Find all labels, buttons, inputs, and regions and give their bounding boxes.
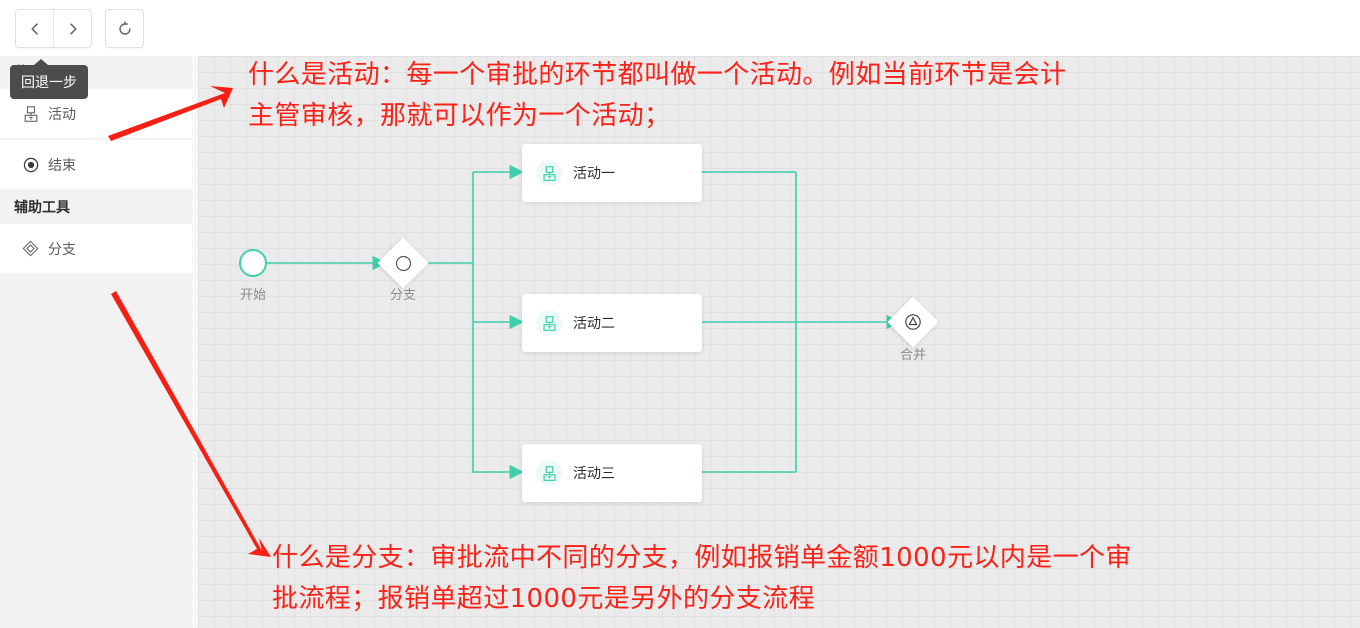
annotation-branch-line-2: 批流程；报销单超过1000元是另外的分支流程 (272, 584, 815, 614)
sidebar-item-activity-label: 活动 (48, 105, 76, 122)
workflow-canvas[interactable]: 开始 分支 活动一 活动二 (198, 56, 1360, 628)
activity-node-1-label: 活动一 (573, 165, 615, 181)
activity-node-2-label: 活动二 (573, 315, 615, 331)
sidebar-item-branch-label: 分支 (48, 240, 76, 257)
annotation-activity-line-1: 什么是活动：每一个审批的环节都叫做一个活动。例如当前环节是会计 (248, 60, 1067, 90)
activity-node-3[interactable]: 活动三 (522, 444, 702, 502)
annotation-branch-definition: 什么是分支：审批流中不同的分支，例如报销单金额1000元以内是一个审 批流程；报… (272, 538, 1132, 620)
activity-node-icon (536, 160, 562, 186)
reset-group[interactable] (105, 9, 144, 48)
panel-gutter (192, 56, 198, 628)
branch-node-icon (22, 240, 39, 257)
activity-node-icon (22, 105, 39, 122)
activity-node-icon (536, 460, 562, 486)
undo-tooltip: 回退一步 (10, 59, 88, 99)
sidebar-item-end-label: 结束 (48, 156, 76, 173)
top-toolbar[interactable] (0, 0, 1360, 56)
annotation-branch-line-1: 什么是分支：审批流中不同的分支，例如报销单金额1000元以内是一个审 (272, 543, 1132, 573)
reset-button[interactable] (106, 10, 143, 47)
history-nav-group[interactable] (15, 9, 92, 48)
merge-node[interactable] (887, 296, 939, 348)
redo-button[interactable] (53, 10, 91, 47)
start-node[interactable] (239, 249, 267, 277)
activity-node-3-label: 活动三 (573, 465, 615, 481)
start-node-label: 开始 (239, 287, 266, 302)
node-palette-sidebar[interactable]: 节点 活动 结束 辅助工具 分支 (0, 56, 192, 628)
branch-gateway-node[interactable] (377, 237, 429, 289)
chevron-left-icon (28, 22, 42, 36)
activity-node-2[interactable]: 活动二 (522, 294, 702, 352)
sidebar-section-title-tools: 辅助工具 (0, 191, 192, 224)
undo-circle-icon (117, 20, 133, 37)
branch-gateway-label: 分支 (389, 287, 416, 302)
end-node-icon (22, 156, 39, 173)
activity-node-1[interactable]: 活动一 (522, 144, 702, 202)
sidebar-item-end[interactable]: 结束 (0, 140, 192, 189)
annotation-activity-definition: 什么是活动：每一个审批的环节都叫做一个活动。例如当前环节是会计 主管审核，那就可… (248, 55, 1066, 137)
merge-node-label: 合并 (899, 347, 926, 362)
annotation-activity-line-2: 主管审核，那就可以作为一个活动； (248, 101, 671, 131)
activity-node-icon (536, 310, 562, 336)
chevron-right-icon (66, 22, 80, 36)
sidebar-item-branch[interactable]: 分支 (0, 224, 192, 273)
undo-button[interactable] (16, 10, 53, 47)
